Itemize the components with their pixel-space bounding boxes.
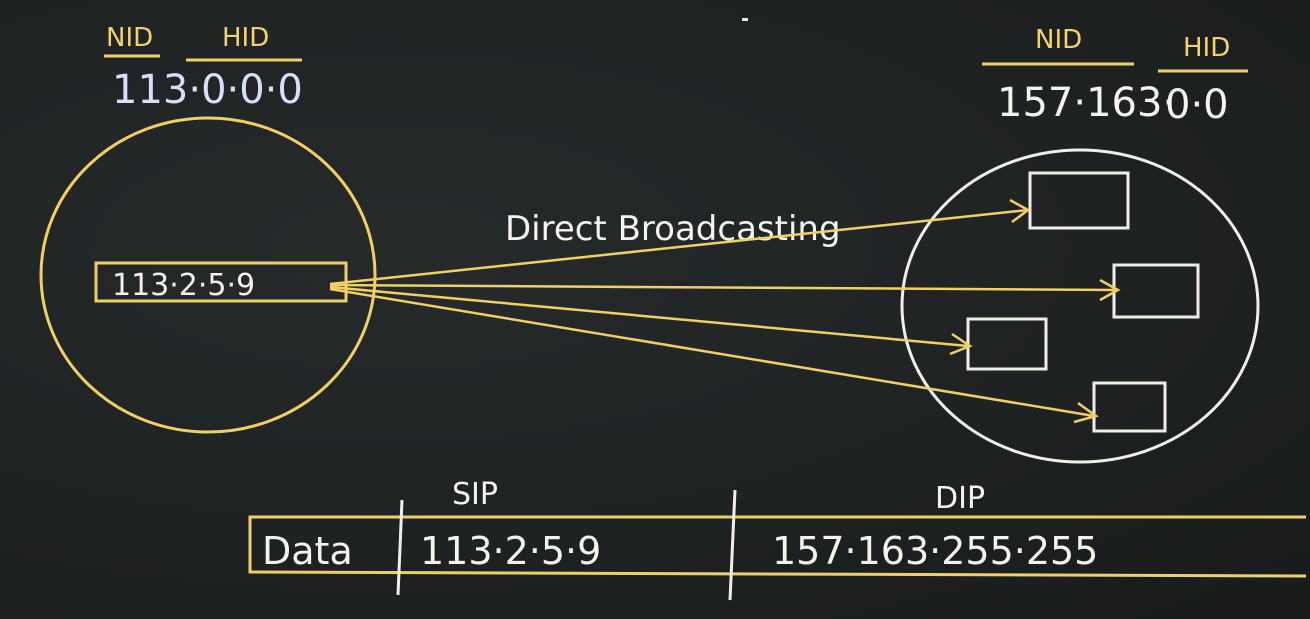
packet-divider-ip xyxy=(728,489,737,601)
packet-destination-ip: 157·163·255·255 xyxy=(772,529,1098,573)
arrow-4-head xyxy=(1073,401,1099,424)
left-network-circle xyxy=(39,116,377,434)
direct-broadcasting-label: Direct Broadcasting xyxy=(505,209,841,249)
sip-label: SIP xyxy=(452,477,498,512)
arrow-2 xyxy=(329,283,1117,292)
arrow-1-head xyxy=(1009,198,1031,223)
left-network-address: 113·0·0·0 xyxy=(112,67,303,113)
host-box-3 xyxy=(966,317,1048,371)
right-network-circle xyxy=(900,148,1260,464)
right-network-hid-address: 0·0 xyxy=(1165,82,1229,128)
arrow-3 xyxy=(329,285,969,348)
packet-frame xyxy=(248,515,1307,578)
packet-source-ip: 113·2·5·9 xyxy=(420,529,601,573)
arrow-2-head xyxy=(1099,278,1121,302)
host-box-4 xyxy=(1092,381,1167,433)
arrow-3-head xyxy=(949,332,973,356)
packet-data-label: Data xyxy=(262,529,353,573)
source-host-address: 113·2·5·9 xyxy=(112,268,255,303)
broadcast-arrows xyxy=(329,198,1121,424)
left-nid-label: NID xyxy=(106,23,153,53)
dip-label: DIP xyxy=(935,481,985,516)
left-hid-label: HID xyxy=(222,23,269,53)
right-network-nid-address: 157·163· xyxy=(997,80,1175,126)
right-nid-label: NID xyxy=(1035,25,1082,55)
packet-divider-data xyxy=(396,499,404,596)
right-hid-label: HID xyxy=(1183,33,1230,63)
chalk-speck xyxy=(742,18,748,21)
host-box-1 xyxy=(1028,171,1130,230)
arrow-4 xyxy=(329,287,1095,418)
host-box-2 xyxy=(1112,263,1200,319)
arrow-1 xyxy=(329,208,1029,286)
